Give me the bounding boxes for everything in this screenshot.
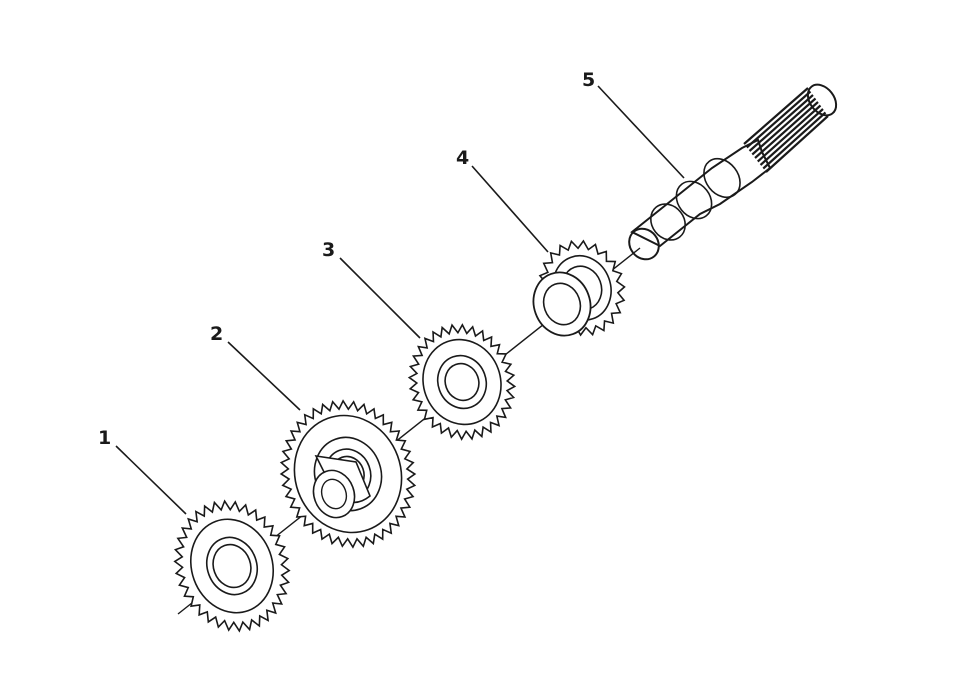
input-shaft-5: [628, 83, 838, 261]
gear-4-bore: [542, 282, 582, 326]
gear-ring: [422, 338, 502, 426]
shaft-splines: [743, 87, 829, 173]
spline-tooth: [765, 115, 829, 173]
spline-tooth: [751, 97, 817, 156]
spline-tooth: [743, 87, 809, 145]
spline-tooth: [757, 104, 822, 163]
gear-3: [407, 323, 517, 441]
callout-1: 1: [98, 427, 111, 449]
shaft-body: [630, 138, 772, 248]
spline-tooth: [762, 111, 827, 170]
gear-ring: [293, 414, 403, 534]
callout-4: 4: [456, 147, 469, 169]
shaft-journal: [650, 203, 686, 241]
leader-line-1: [115, 445, 187, 515]
gear-ring: [206, 536, 258, 596]
callout-5: 5: [582, 69, 595, 91]
spline-tooth: [746, 90, 812, 149]
leader-line-4: [471, 165, 549, 253]
shaft-pilot-end: [628, 227, 660, 261]
spline-tooth: [759, 108, 824, 166]
gear-2: [279, 399, 417, 549]
gear-ring: [212, 543, 252, 589]
spline-tooth: [748, 94, 814, 152]
gear-1: [173, 499, 291, 633]
gear-ring: [444, 362, 480, 402]
gear-ring: [189, 518, 275, 614]
callout-2: 2: [210, 323, 223, 345]
shaft-step-2: [703, 157, 741, 199]
gear-ring: [436, 354, 488, 410]
leader-line-2: [227, 341, 301, 411]
leader-line-5: [597, 85, 685, 179]
callout-3: 3: [322, 239, 335, 261]
gear-2-bore: [320, 478, 348, 510]
shaft-spline-end: [806, 83, 838, 117]
shaft-step: [675, 180, 713, 220]
gear-4: [532, 239, 626, 337]
spline-tooth: [754, 101, 819, 159]
leader-line-3: [339, 257, 421, 339]
